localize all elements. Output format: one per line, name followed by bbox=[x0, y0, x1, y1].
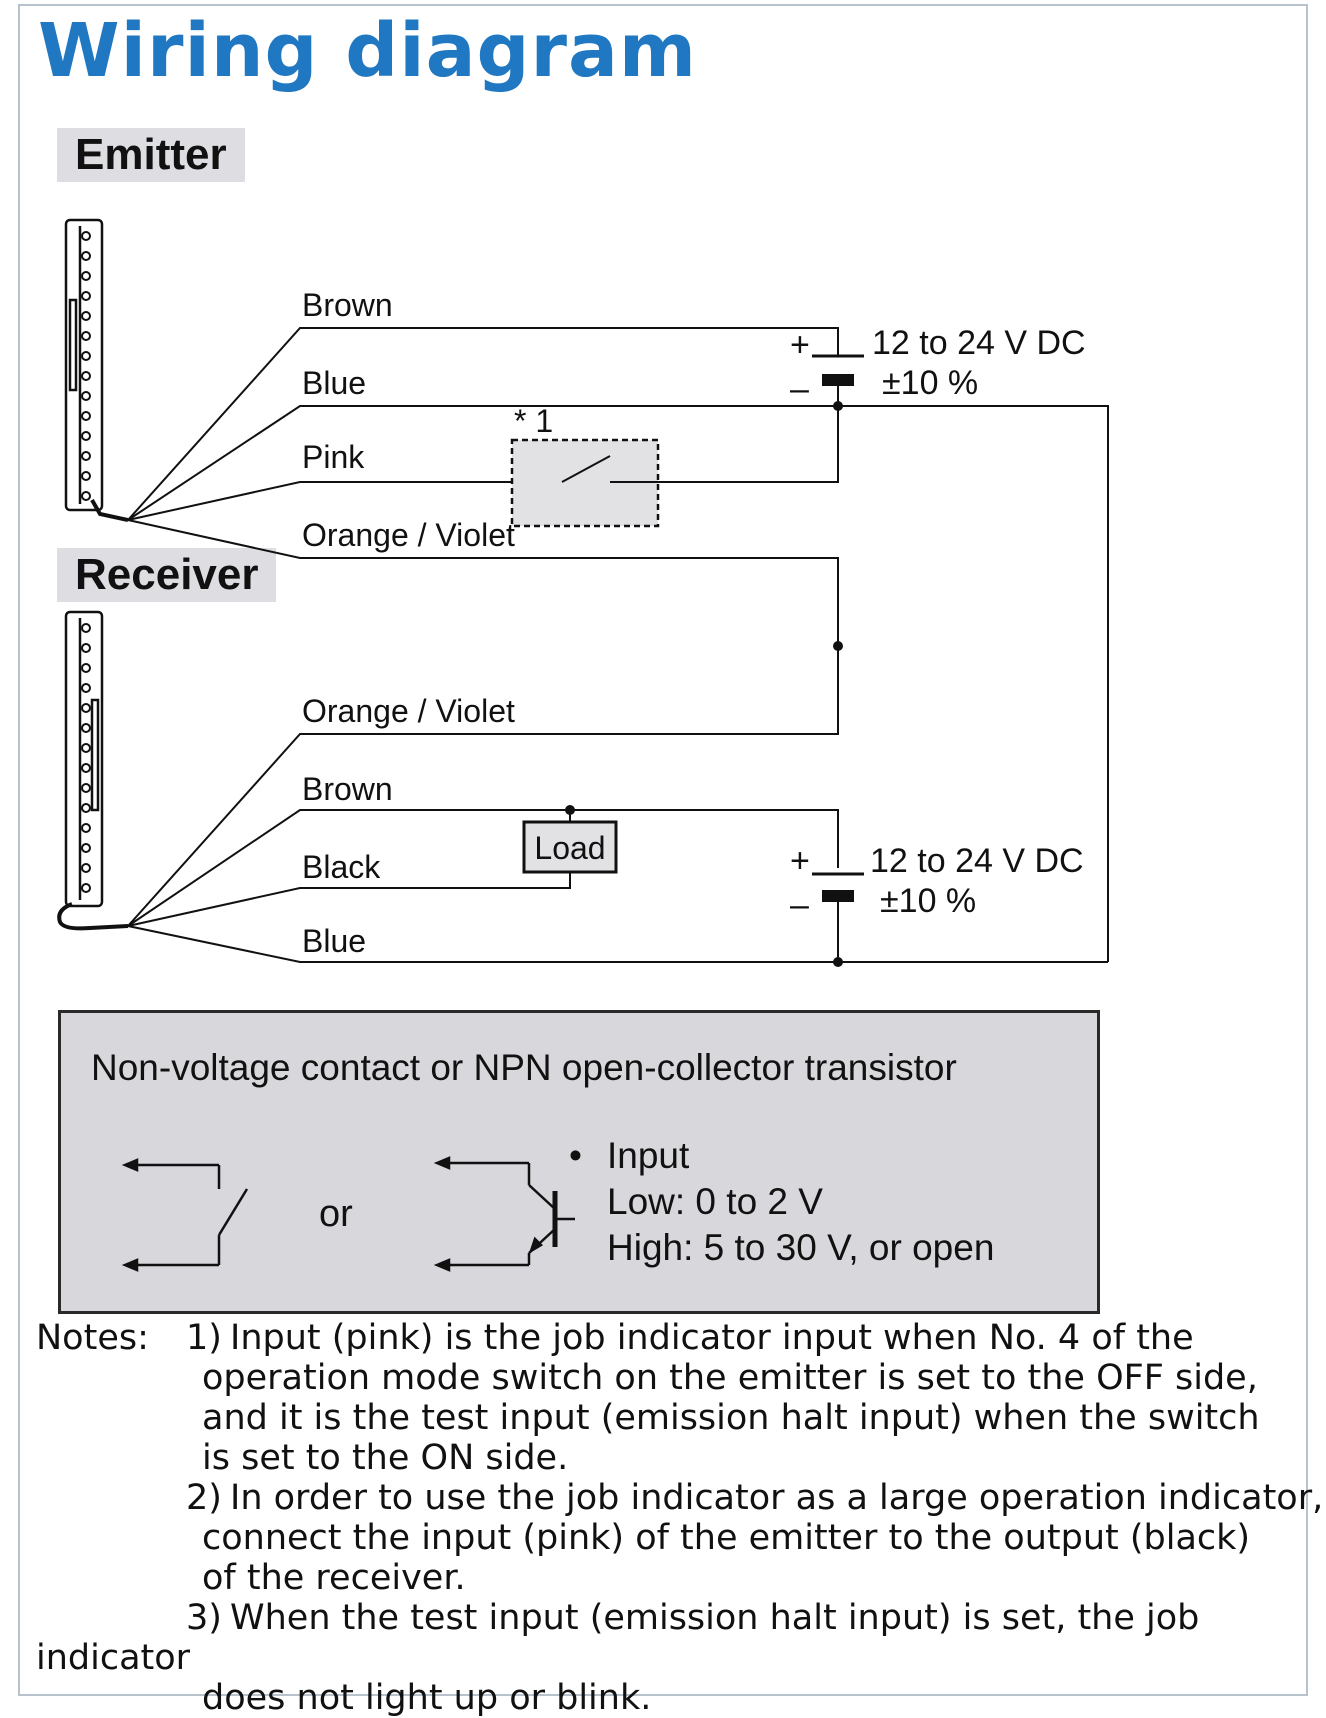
page-frame bbox=[18, 4, 1308, 1696]
emitter-device bbox=[64, 218, 129, 522]
emitter-supply-plus: + bbox=[790, 326, 810, 364]
bullet-icon: • bbox=[569, 1135, 582, 1176]
notes: Notes: 1)Input (pink) is the job indicato… bbox=[36, 1318, 1326, 1718]
receiver-wire-black-label: Black bbox=[302, 849, 381, 885]
emitter-wire-orange-violet-label: Orange / Violet bbox=[302, 517, 515, 553]
note-line: of the receiver. bbox=[202, 1558, 466, 1598]
switch-note-label: * 1 bbox=[514, 403, 553, 439]
input-spec-box: Non-voltage contact or NPN open-collecto… bbox=[58, 1010, 1100, 1314]
note-number: 3) bbox=[186, 1598, 222, 1638]
note-line: Input (pink) is the job indicator input … bbox=[230, 1318, 1194, 1358]
load-label: Load bbox=[534, 830, 605, 866]
load-box: Load bbox=[522, 820, 618, 874]
npn-transistor-symbol bbox=[433, 1156, 575, 1272]
receiver-wire-brown-label: Brown bbox=[302, 771, 393, 807]
note-item: 3)When the test input (emission halt inp… bbox=[36, 1598, 1326, 1718]
note-line: When the test input (emission halt input… bbox=[36, 1598, 1200, 1678]
receiver-wire-orange-violet-label: Orange / Violet bbox=[302, 693, 515, 729]
note-line: does not light up or blink. bbox=[202, 1678, 652, 1718]
emitter-wire-brown-label: Brown bbox=[302, 287, 393, 323]
emitter-supply-voltage: 12 to 24 V DC bbox=[872, 324, 1086, 362]
note-line: In order to use the job indicator as a l… bbox=[230, 1478, 1324, 1518]
switch-box bbox=[510, 438, 660, 528]
emitter-supply-tolerance: ±10 % bbox=[882, 364, 978, 402]
note-item: 2)In order to use the job indicator as a… bbox=[36, 1478, 1326, 1598]
note-line: connect the input (pink) of the emitter … bbox=[202, 1518, 1251, 1558]
receiver-device bbox=[57, 610, 129, 931]
emitter-wire-pink-label: Pink bbox=[302, 439, 365, 475]
note-number: 1) bbox=[186, 1318, 222, 1358]
receiver-supply-plus: + bbox=[790, 842, 810, 880]
contact-symbol bbox=[121, 1158, 249, 1272]
input-levels: • Input Low: 0 to 2 V High: 5 to 30 V, o… bbox=[569, 1133, 995, 1271]
emitter-label: Emitter bbox=[57, 128, 245, 182]
receiver-supply-tolerance: ±10 % bbox=[880, 882, 976, 920]
contact-symbols bbox=[121, 1156, 575, 1272]
junction-dot bbox=[833, 641, 843, 651]
note-item: Notes: 1)Input (pink) is the job indicato… bbox=[36, 1318, 1326, 1478]
page-title: Wiring diagram bbox=[38, 8, 698, 94]
emitter-wire-blue-label: Blue bbox=[302, 365, 366, 401]
receiver-supply-minus: – bbox=[790, 886, 809, 924]
receiver-supply-voltage: 12 to 24 V DC bbox=[870, 842, 1084, 880]
input-spec-title: Non-voltage contact or NPN open-collecto… bbox=[91, 1047, 957, 1088]
wiring-diagram: Load Brown Blue Pink Orange / Violet * 1… bbox=[57, 218, 1109, 967]
receiver-label: Receiver bbox=[57, 548, 277, 602]
input-label: Input bbox=[607, 1135, 690, 1176]
junction-dot bbox=[833, 401, 843, 411]
junction-dot bbox=[565, 805, 575, 815]
input-low: Low: 0 to 2 V bbox=[607, 1181, 823, 1222]
input-high: High: 5 to 30 V, or open bbox=[607, 1227, 995, 1268]
note-line: operation mode switch on the emitter is … bbox=[202, 1358, 1258, 1398]
receiver-battery bbox=[812, 872, 864, 902]
note-number: 2) bbox=[186, 1478, 222, 1518]
emitter-wires bbox=[127, 327, 1109, 962]
notes-prefix: Notes: bbox=[36, 1318, 149, 1358]
junction-dot bbox=[833, 957, 843, 967]
note-line: and it is the test input (emission halt … bbox=[202, 1398, 1260, 1438]
note-line: is set to the ON side. bbox=[202, 1438, 569, 1478]
or-label: or bbox=[319, 1193, 353, 1235]
receiver-wire-blue-label: Blue bbox=[302, 923, 366, 959]
emitter-supply-minus: – bbox=[790, 370, 809, 408]
emitter-battery bbox=[812, 354, 864, 386]
